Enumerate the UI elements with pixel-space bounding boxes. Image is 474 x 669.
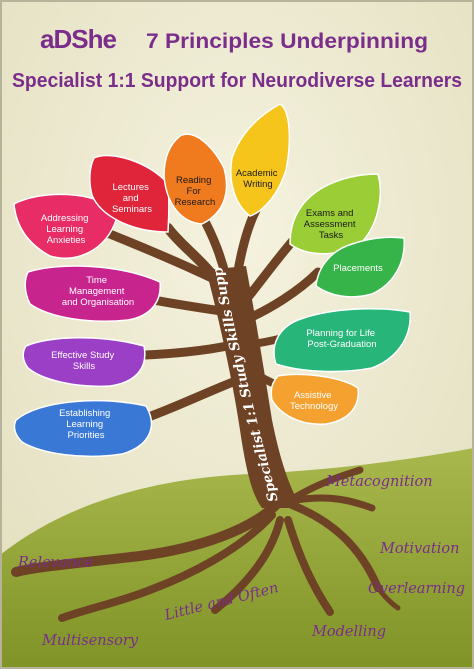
leaf-label: Academic Writing	[236, 168, 280, 190]
leaf-planning-for-life: Planning for Life Post-Graduation	[273, 307, 411, 373]
leaf-addressing-learning-anxieties: Addressing Learning Anxieties	[13, 193, 119, 259]
title-line-2: Specialist 1:1 Support for Neurodiverse …	[12, 69, 462, 92]
leaf-exams-and-assessment-tasks: Exams and Assessment Tasks	[289, 173, 381, 255]
leaf-shape	[22, 337, 146, 388]
leaf-label: Effective Study Skills	[51, 350, 117, 372]
tree-roots	[11, 466, 401, 622]
leaf-label: Reading For Research	[175, 175, 216, 208]
leaf-academic-writing: Academic Writing	[230, 103, 291, 217]
leaf-effective-study-skills: Effective Study Skills	[22, 337, 146, 388]
leaf-label: Planning for Life Post-Graduation	[306, 328, 377, 350]
leaf-shape	[289, 173, 381, 255]
leaf-label: Establishing Learning Priorities	[59, 408, 113, 441]
leaf-establishing-learning-priorities: Establishing Learning Priorities	[13, 399, 153, 458]
title-line-1: 7 Principles Underpinning	[146, 29, 428, 53]
leaf-placements: Placements	[315, 236, 405, 298]
leaf-shape	[13, 399, 153, 458]
tree-trunk	[206, 266, 302, 508]
leaf-reading-for-research: Reading For Research	[163, 133, 228, 225]
leaf-shape	[89, 154, 170, 233]
principle-multisensory: Multisensory	[41, 633, 139, 649]
leaf-time-management: Time Management and Organisation	[24, 265, 161, 322]
leaf-shape	[13, 193, 119, 259]
leaf-shape	[24, 265, 161, 322]
leaf-label: Time Management and Organisation	[62, 275, 134, 308]
leaf-shape	[273, 307, 411, 373]
principle-overlearning: Overlearning	[368, 581, 465, 597]
logo: aDShe	[40, 24, 116, 54]
principle-relevance: Relevance	[17, 555, 94, 571]
leaf-assistive-technology: Assistive Technology	[270, 373, 359, 425]
leaf-lectures-and-seminars: Lectures and Seminars	[89, 154, 170, 233]
leaf-shape	[315, 236, 405, 298]
leaf-label: Lectures and Seminars	[112, 182, 152, 215]
leaf-label: Exams and Assessment Tasks	[304, 208, 358, 241]
leaf-label: Placements	[333, 263, 383, 274]
leaf-label: Assistive Technology	[290, 390, 338, 412]
principle-motivation: Motivation	[379, 541, 459, 557]
leaf-label: Addressing Learning Anxieties	[41, 213, 91, 246]
principle-modelling: Modelling	[311, 624, 386, 640]
leaf-shape	[230, 103, 291, 217]
leaf-shape	[270, 373, 359, 425]
leaf-shape	[163, 133, 228, 225]
principle-metacognition: Metacognition	[325, 474, 433, 490]
